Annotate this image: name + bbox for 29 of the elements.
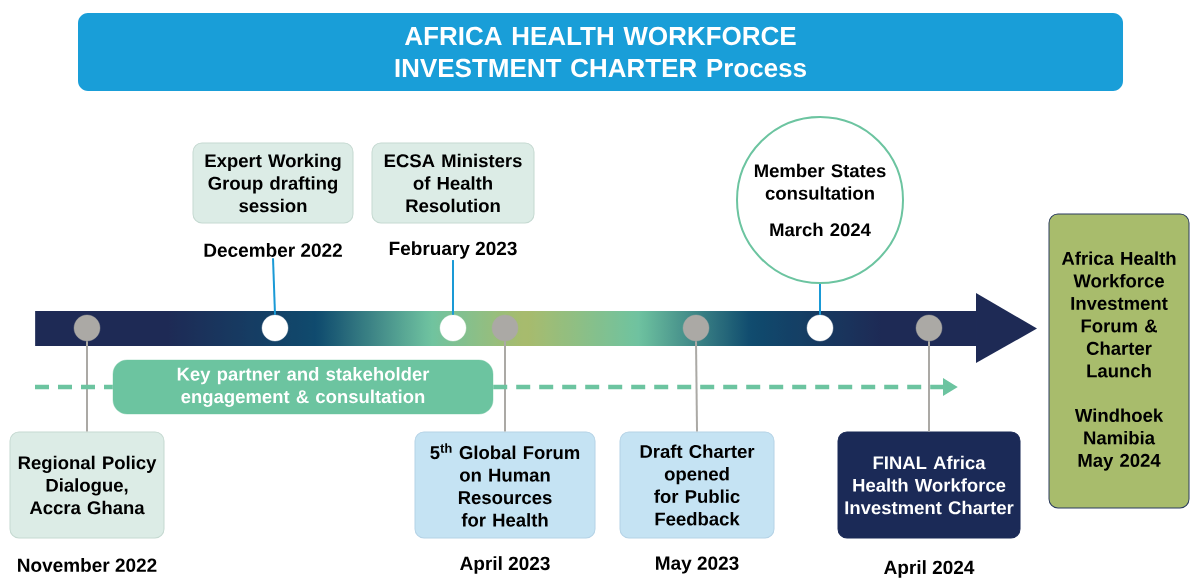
connector-line — [819, 283, 821, 316]
timeline-dot — [439, 314, 467, 342]
event-box: $\mathbf{5}^{\mathbf{th}}$ Global Forum on Human Resources for Health — [414, 431, 596, 539]
event-box: Draft Charter opened for Public Feedback — [619, 431, 775, 539]
timeline-dot — [915, 314, 943, 342]
connector-line — [452, 259, 454, 316]
title-banner: AFRICA HEALTH WORKFORCE INVESTMENT CHARTER Process — [78, 13, 1123, 91]
connector-line — [695, 340, 698, 433]
timeline-dot — [261, 314, 289, 342]
event-box: ECSA Ministers of Health Resolution — [371, 142, 535, 224]
date-label: May 2023 — [656, 556, 739, 574]
timeline-dot — [491, 314, 519, 342]
timeline-dot — [73, 314, 101, 342]
event-box: Regional Policy Dialogue, Accra Ghana — [9, 431, 165, 539]
connector-line — [504, 340, 506, 433]
timeline-dot — [806, 314, 834, 342]
date-label: November 2022 — [18, 558, 157, 572]
launch-box: Africa Health Workforce Investment Forum & Charter Launch Windhoek Namibia May 2024 — [1048, 213, 1190, 509]
engagement-banner: Key partner and stakeholder engagement & consultation — [112, 359, 494, 415]
connector-line — [86, 340, 88, 433]
date-label: April 2023 — [460, 556, 550, 574]
event-box: Expert Working Group drafting session — [192, 142, 354, 224]
date-label: February 2023 — [389, 241, 517, 259]
timeline-dot — [682, 314, 710, 342]
charter-box: FINAL Africa Health Workforce Investment Charter — [837, 431, 1021, 539]
connector-line — [272, 257, 276, 316]
connector-line — [928, 340, 930, 433]
date-label: December 2022 — [204, 243, 342, 257]
date-label: April 2024 — [884, 560, 975, 578]
